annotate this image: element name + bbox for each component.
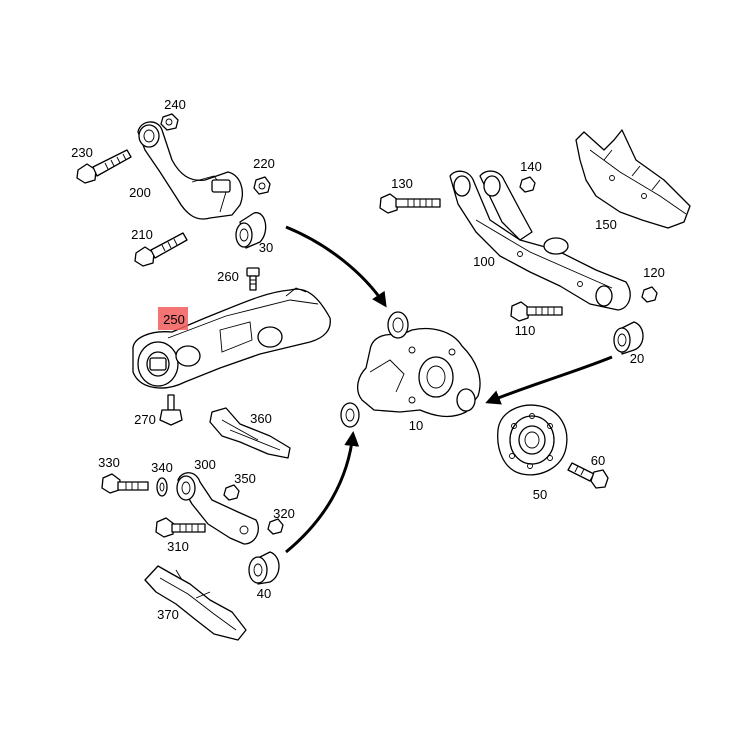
part-20-bushing bbox=[613, 321, 644, 355]
callout-110[interactable]: 110 bbox=[515, 323, 536, 338]
callout-10[interactable]: 10 bbox=[409, 418, 423, 433]
callout-40[interactable]: 40 bbox=[257, 586, 271, 601]
callout-50[interactable]: 50 bbox=[533, 487, 547, 502]
callout-100[interactable]: 100 bbox=[473, 254, 495, 269]
part-350-nut bbox=[223, 484, 240, 501]
part-100-crossmember bbox=[449, 170, 631, 311]
part-110-bolt bbox=[510, 301, 563, 322]
part-260-bolt bbox=[246, 267, 260, 291]
callout-240[interactable]: 240 bbox=[164, 97, 186, 112]
part-40-bushing bbox=[248, 551, 280, 585]
callout-230[interactable]: 230 bbox=[71, 145, 93, 160]
callout-340[interactable]: 340 bbox=[151, 460, 173, 475]
callout-60[interactable]: 60 bbox=[591, 453, 605, 468]
part-250-control-arm bbox=[132, 287, 331, 389]
part-300-link bbox=[176, 472, 259, 545]
callout-300[interactable]: 300 bbox=[194, 457, 216, 472]
arrow-lower-to-knuckle bbox=[285, 431, 360, 554]
callout-320[interactable]: 320 bbox=[273, 506, 295, 521]
callout-120[interactable]: 120 bbox=[643, 265, 665, 280]
part-150-shield bbox=[575, 129, 691, 229]
callout-130[interactable]: 130 bbox=[391, 176, 413, 191]
part-200-bracket bbox=[137, 121, 243, 220]
callout-250[interactable]: 250 bbox=[163, 312, 185, 327]
arrow-right-to-hub bbox=[485, 355, 613, 405]
callout-360[interactable]: 360 bbox=[250, 411, 272, 426]
callout-350[interactable]: 350 bbox=[234, 471, 256, 486]
callout-20[interactable]: 20 bbox=[630, 351, 644, 366]
part-230-bolt bbox=[76, 149, 132, 184]
callout-140[interactable]: 140 bbox=[520, 159, 542, 174]
callout-highlight-250 bbox=[158, 307, 188, 330]
part-210-bolt bbox=[134, 232, 188, 267]
arrow-upper-to-knuckle bbox=[285, 225, 387, 308]
part-130-bolt bbox=[379, 193, 441, 214]
callout-370[interactable]: 370 bbox=[157, 607, 179, 622]
part-140-nut bbox=[519, 176, 536, 193]
callout-220[interactable]: 220 bbox=[253, 156, 275, 171]
callout-200[interactable]: 200 bbox=[129, 185, 151, 200]
part-370-bracket bbox=[144, 565, 247, 641]
part-360-bracket bbox=[209, 407, 291, 459]
part-50-hub bbox=[497, 404, 568, 476]
part-240-nut bbox=[160, 113, 179, 131]
callout-210[interactable]: 210 bbox=[131, 227, 153, 242]
callout-260[interactable]: 260 bbox=[217, 269, 239, 284]
part-60-bolt bbox=[567, 462, 609, 489]
part-120-nut bbox=[641, 286, 658, 303]
callout-270[interactable]: 270 bbox=[134, 412, 156, 427]
part-310-bolt bbox=[155, 517, 206, 538]
part-10-knuckle bbox=[340, 311, 481, 428]
part-330-bolt bbox=[101, 473, 149, 494]
part-30-bushing bbox=[235, 212, 267, 249]
part-320-nut bbox=[267, 518, 284, 535]
callout-150[interactable]: 150 bbox=[595, 217, 617, 232]
part-340-washer bbox=[156, 477, 168, 497]
part-220-nut bbox=[253, 176, 271, 195]
callout-310[interactable]: 310 bbox=[167, 539, 189, 554]
callout-330[interactable]: 330 bbox=[98, 455, 120, 470]
part-270-bolt bbox=[159, 394, 183, 426]
callout-30[interactable]: 30 bbox=[259, 240, 273, 255]
